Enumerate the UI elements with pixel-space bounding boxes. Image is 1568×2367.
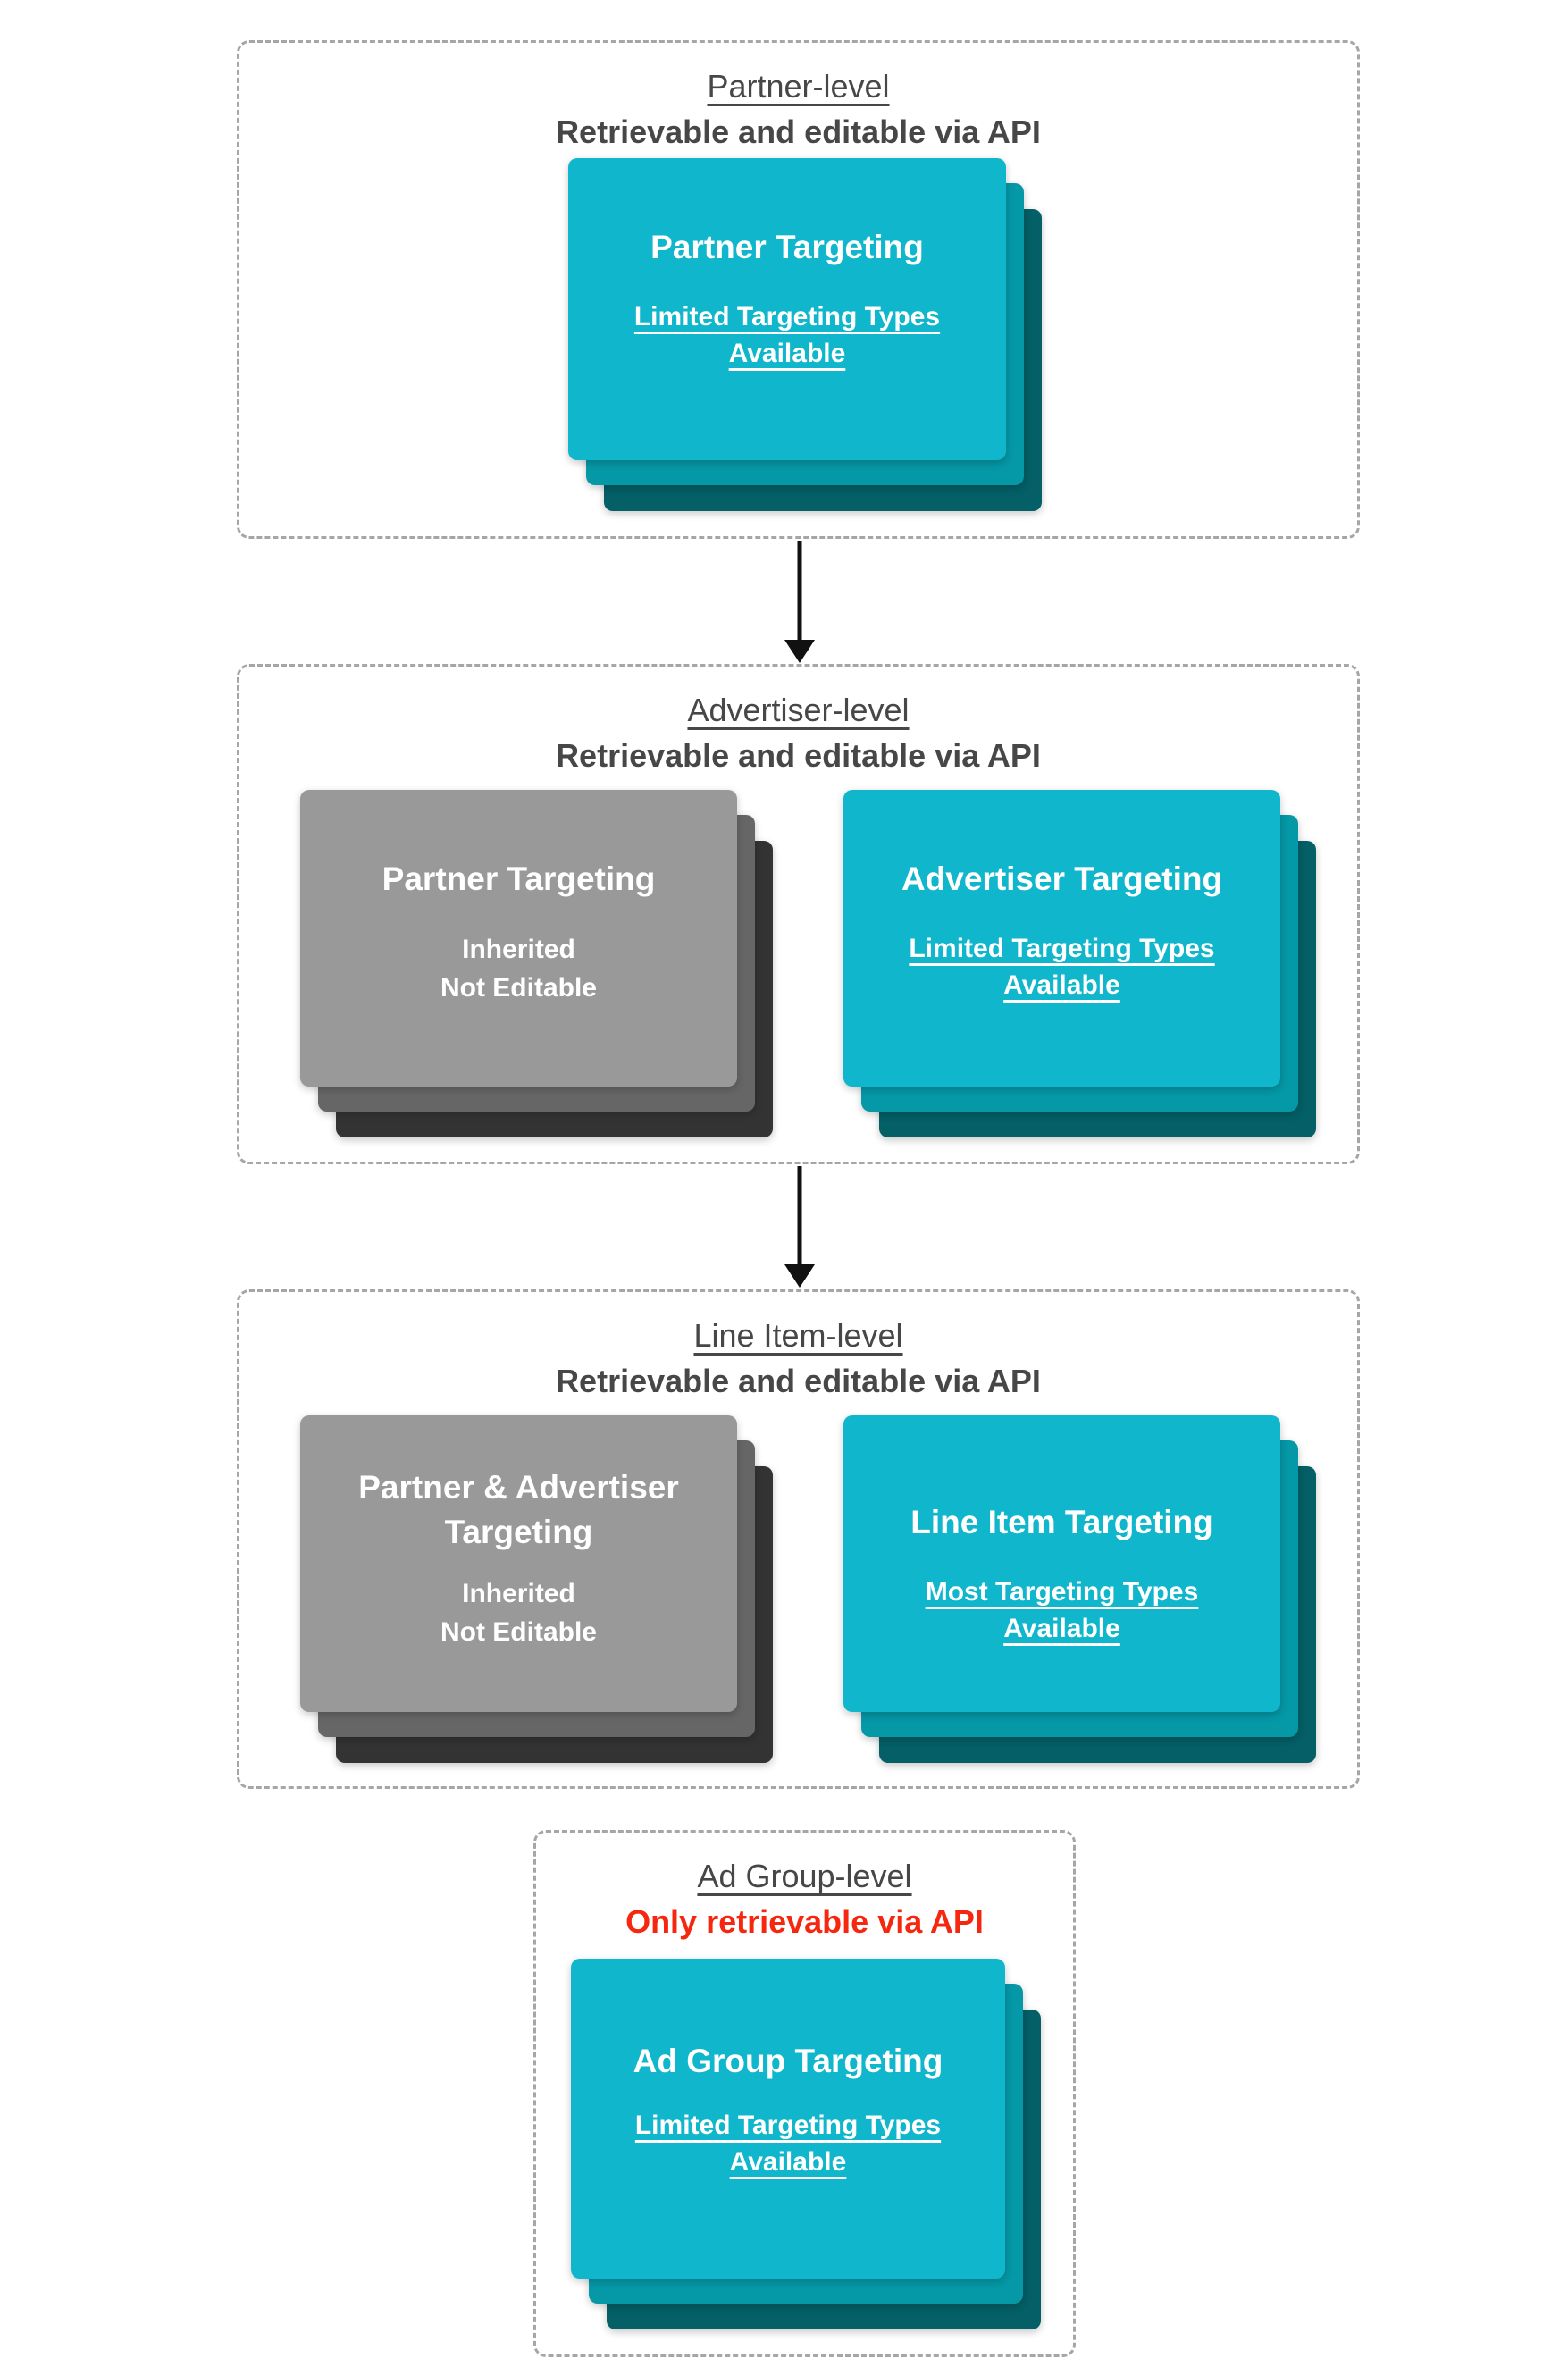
card-subtitle-line: Available <box>728 339 846 369</box>
card-subtitle-line: Limited Targeting Types <box>633 301 941 332</box>
arrow-head <box>784 1264 815 1288</box>
section-subtitle: Only retrievable via API <box>625 1903 984 1940</box>
card-heading: Ad Group Targeting <box>633 2043 943 2079</box>
card-heading: Partner & Advertiser Targeting <box>358 1469 679 1550</box>
down-arrow-icon <box>784 541 815 663</box>
section-title: Partner-level <box>707 68 890 105</box>
card-subtitle-line: Available <box>729 2147 847 2178</box>
card-subtitle-line: Limited Targeting Types <box>634 2110 942 2140</box>
card-stack: Partner Targeting Inherited Not Editable <box>300 790 773 1137</box>
card-subtitle: Limited Targeting Types Available <box>634 298 940 373</box>
card-stack: Partner Targeting Limited Targeting Type… <box>568 158 1042 511</box>
card-heading: Partner Targeting <box>382 860 656 897</box>
card-subtitle: Inherited Not Editable <box>440 1574 597 1652</box>
card-subtitle: Inherited Not Editable <box>440 930 597 1008</box>
section-title: Advertiser-level <box>687 692 910 728</box>
card-subtitle: Most Targeting Types Available <box>926 1574 1199 1648</box>
card-advertiser-targeting: Advertiser Targeting Limited Targeting T… <box>843 790 1280 1087</box>
card-stack: Partner & Advertiser Targeting Inherited… <box>300 1415 773 1763</box>
arrow-shaft <box>797 1166 802 1266</box>
section-subtitle: Retrievable and editable via API <box>556 737 1041 774</box>
card-partner-advertiser-targeting-inherited: Partner & Advertiser Targeting Inherited… <box>300 1415 737 1712</box>
card-partner-targeting: Partner Targeting Limited Targeting Type… <box>568 158 1006 460</box>
section-advertiser-level: Advertiser-level Retrievable and editabl… <box>237 664 1360 1164</box>
card-subtitle: Limited Targeting Types Available <box>909 930 1214 1004</box>
card-subtitle-line: Inherited <box>462 1578 575 1608</box>
card-subtitle-line: Available <box>1003 970 1120 1001</box>
card-stack: Ad Group Targeting Limited Targeting Typ… <box>571 1959 1041 2329</box>
card-stack: Advertiser Targeting Limited Targeting T… <box>843 790 1316 1137</box>
arrow-head <box>784 640 815 663</box>
card-line-item-targeting: Line Item Targeting Most Targeting Types… <box>843 1415 1280 1712</box>
card-subtitle-line: Most Targeting Types <box>925 1576 1199 1607</box>
section-subtitle: Retrievable and editable via API <box>556 1363 1041 1399</box>
card-subtitle-line: Not Editable <box>440 1617 597 1648</box>
section-ad-group-level: Ad Group-level Only retrievable via API … <box>533 1830 1076 2357</box>
card-subtitle: Limited Targeting Types Available <box>635 2107 941 2181</box>
section-title: Line Item-level <box>693 1317 903 1354</box>
card-stack: Line Item Targeting Most Targeting Types… <box>843 1415 1316 1763</box>
arrow-shaft <box>797 541 802 642</box>
card-subtitle-line: Available <box>1003 1614 1120 1644</box>
section-title: Ad Group-level <box>697 1858 912 1894</box>
card-subtitle-line: Inherited <box>462 934 575 964</box>
card-ad-group-targeting: Ad Group Targeting Limited Targeting Typ… <box>571 1959 1005 2279</box>
card-heading: Line Item Targeting <box>910 1504 1213 1540</box>
down-arrow-icon <box>784 1166 815 1288</box>
card-heading: Partner Targeting <box>650 229 924 265</box>
section-line-item-level: Line Item-level Retrievable and editable… <box>237 1289 1360 1789</box>
section-subtitle: Retrievable and editable via API <box>556 113 1041 150</box>
card-partner-targeting-inherited: Partner Targeting Inherited Not Editable <box>300 790 737 1087</box>
card-subtitle-line: Limited Targeting Types <box>909 933 1215 963</box>
section-partner-level: Partner-level Retrievable and editable v… <box>237 40 1360 539</box>
card-heading: Advertiser Targeting <box>901 860 1223 897</box>
card-subtitle-line: Not Editable <box>440 973 597 1003</box>
